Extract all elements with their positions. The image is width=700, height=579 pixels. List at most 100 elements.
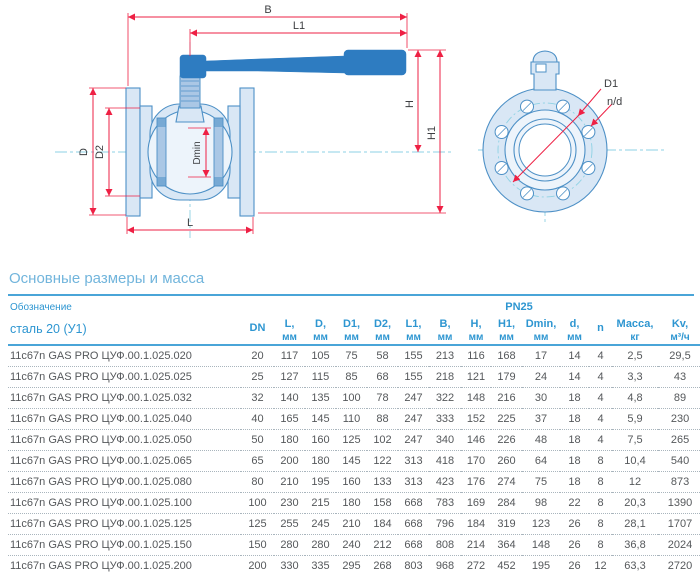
dimension-l1: L1 [189,20,407,56]
dimension-value: 18 [560,387,589,409]
column-header-kv: Kv,м³/ч [658,313,700,346]
dimension-value: 63,3 [612,555,658,576]
dimension-value: 423 [429,471,461,493]
dimension-value: 4 [589,429,612,451]
dimension-value: 26 [560,534,589,556]
dimension-value: 100 [336,387,367,409]
dimension-value: 8 [589,492,612,514]
dimension-value: 17 [534,350,548,362]
valve-drawing: B L1 H H1 [55,4,664,238]
dimension-value: 40 [241,408,274,430]
dimension-value: 4 [589,408,612,430]
dimension-value: 78 [367,387,398,409]
dimension-value: 22 [560,492,589,514]
column-header-d-hole: d,мм [560,313,589,346]
dimension-value: 116 [467,350,485,362]
dimension-value: 2,5 [627,350,643,362]
dimension-value: 213 [435,350,455,362]
dimension-value: 214 [461,534,491,556]
dimension-value: 170 [461,450,491,472]
dimension-value: 3,3 [612,366,658,388]
dimension-value: 37 [522,408,560,430]
dimension-value: 796 [429,513,461,535]
header-row-group: Обозначение PN25 [8,296,700,313]
dimension-value: 200 [274,450,305,472]
dimension-value: 64 [522,450,560,472]
dimension-value: 272 [461,555,491,576]
dimension-value: 364 [491,534,522,556]
dimension-value: 123 [522,513,560,535]
dimension-value: 179 [491,366,522,388]
bolt-holes [494,99,596,201]
row-designation: 11c67n GAS PRO ЦУФ.00.1.025.032 [8,387,241,409]
dimension-value: 210 [274,471,305,493]
dimension-value: 195 [305,471,336,493]
dimension-d: D [78,87,126,216]
designation-header: Обозначение [10,302,72,313]
dimension-value: 180 [305,450,336,472]
column-header-d: D,мм [305,313,336,346]
dimension-value: 122 [367,450,398,472]
dimension-value: 85 [336,366,367,388]
dimension-value: 155 [398,366,429,388]
dimension-value: 58 [376,350,389,362]
dimension-value: 43 [658,366,700,388]
dimension-value: 98 [522,492,560,514]
dimension-value: 18 [560,408,589,430]
dimension-value: 148 [522,534,560,556]
dimension-value: 32 [241,387,274,409]
valve-front-view: D1 n/d [478,50,664,224]
handle-grip [343,49,407,76]
column-header-d2: D2,мм [367,313,398,346]
dimension-value: 125 [241,513,274,535]
dimension-value: 8 [589,513,612,535]
dimension-value: 29,5 [669,350,691,362]
dimension-value: 668 [398,534,429,556]
seat-ring [157,177,166,186]
dimension-value: 140 [274,387,305,409]
dimension-value: 28,1 [612,513,658,535]
dimension-value: 668 [398,492,429,514]
dimension-value: 169 [461,492,491,514]
column-header-mass: Масса,кг [612,313,658,346]
row-designation: 11c67n GAS PRO ЦУФ.00.1.025.080 [8,471,241,493]
left-seat [156,117,167,187]
row-designation: 11c67n GAS PRO ЦУФ.00.1.025.050 [8,429,241,451]
dimension-value: 158 [367,492,398,514]
dimension-value: 160 [336,471,367,493]
dimension-value: 195 [522,555,560,576]
dimension-value: 255 [274,513,305,535]
column-header-h: H,мм [461,313,491,346]
dimension-value: 247 [398,387,429,409]
dim-label-d1: D1 [604,78,618,90]
dimension-value: 210 [336,513,367,535]
dimension-value: 4 [589,366,612,388]
dimension-value: 65 [241,450,274,472]
dimension-value: 8 [589,471,612,493]
dimension-value: 48 [522,429,560,451]
dimension-value: 808 [429,534,461,556]
dimension-value: 180 [274,429,305,451]
dimension-value: 322 [429,387,461,409]
dim-label-h: H [404,100,416,108]
dimension-value: 117 [280,350,299,362]
dimension-value: 783 [429,492,461,514]
dimension-value: 20 [251,350,264,362]
dimension-value: 105 [311,350,330,362]
dimension-value: 184 [461,513,491,535]
row-designation: 11c67n GAS PRO ЦУФ.00.1.025.200 [8,555,241,576]
column-header-dn: DN [241,313,274,346]
dimension-value: 145 [336,450,367,472]
handle-pivot [179,54,207,79]
dimension-value: 50 [241,429,274,451]
dimension-value: 265 [658,429,700,451]
dimension-value: 68 [367,366,398,388]
dimension-value: 8 [589,450,612,472]
dimension-value: 418 [429,450,461,472]
